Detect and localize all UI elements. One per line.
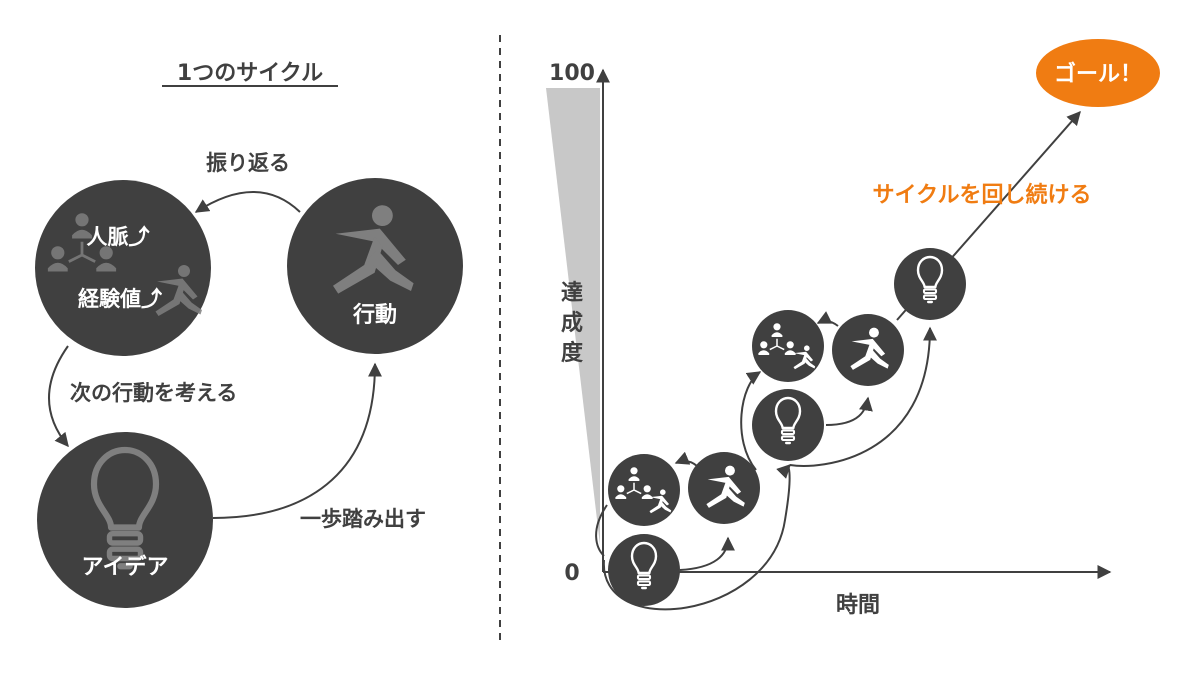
network-up-label: 人脈⤴ — [87, 225, 151, 249]
right-panel: 100 0 達 成 度 時間 — [546, 39, 1160, 618]
idea-node-small — [894, 248, 966, 320]
y-axis-label-char: 達 — [561, 280, 583, 306]
action-node-small — [832, 314, 904, 386]
y-tick-min: 0 — [564, 561, 579, 586]
progress-wedge — [546, 88, 600, 545]
reflect-label: 振り返る — [206, 151, 290, 175]
experience-node-small — [608, 454, 680, 526]
y-axis-label-char: 度 — [561, 340, 584, 366]
experience-node-small — [752, 310, 824, 382]
cycle-title: 1つのサイクル — [177, 61, 323, 86]
reflect-arrow — [194, 191, 301, 213]
experience-up-label: 経験値⤴ — [78, 287, 163, 311]
bulb-to-action-arrow-2 — [825, 396, 873, 426]
experience-node: 人脈⤴ 経験値⤴ — [35, 180, 211, 356]
y-axis-label-char: 成 — [561, 311, 583, 336]
y-tick-max: 100 — [549, 61, 595, 86]
action-label: 行動 — [352, 302, 397, 328]
network-to-bulb-link-1 — [595, 504, 608, 557]
idea-node-small — [608, 534, 680, 606]
step-out-label: 一歩踏み出す — [300, 507, 426, 531]
goal-label: ゴール！ — [1054, 61, 1142, 87]
cycle-path-3 — [789, 326, 937, 467]
action-node: 行動 — [287, 178, 463, 354]
x-axis-label: 時間 — [836, 593, 880, 618]
idea-label: アイデア — [82, 554, 169, 580]
idea-node-small — [752, 389, 824, 461]
think-next-label: 次の行動を考える — [70, 381, 237, 405]
step-out-arrow — [212, 362, 382, 519]
action-to-network-arrow-2 — [816, 311, 839, 327]
goal-badge: ゴール！ — [1036, 39, 1160, 107]
action-node-small — [688, 452, 760, 524]
cycle-path-2 — [740, 371, 762, 471]
idea-node: アイデア — [37, 432, 213, 608]
think-next-arrow — [48, 345, 69, 448]
bulb-to-action-arrow-1 — [679, 536, 735, 571]
action-to-network-arrow-1 — [674, 451, 698, 467]
cycle-caption: サイクルを回し続ける — [873, 182, 1092, 208]
left-panel: 1つのサイクル 人脈⤴ 経験値⤴ 行動 — [35, 61, 463, 608]
